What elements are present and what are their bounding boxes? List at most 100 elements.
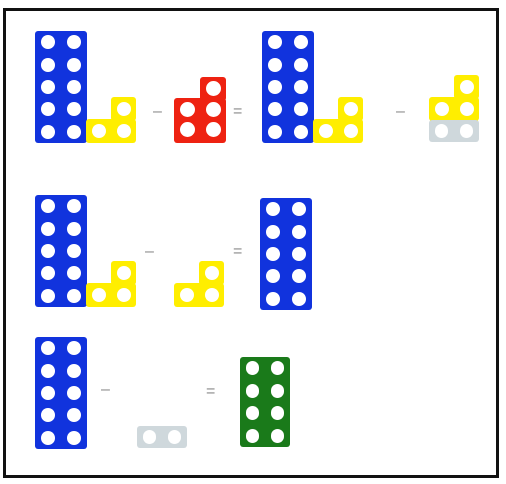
block-hole bbox=[205, 266, 219, 280]
block-hole bbox=[67, 125, 81, 139]
three-block bbox=[429, 75, 479, 121]
block-hole bbox=[41, 58, 55, 72]
minus-sign: – bbox=[396, 104, 405, 120]
equals-sign: = bbox=[206, 384, 215, 400]
block-hole bbox=[41, 35, 55, 49]
block-hole bbox=[460, 124, 474, 138]
block-hole bbox=[67, 341, 81, 355]
block-hole bbox=[41, 266, 55, 280]
block-hole bbox=[460, 102, 474, 116]
minus-sign: – bbox=[145, 244, 154, 260]
block-hole bbox=[67, 244, 81, 258]
block-hole bbox=[206, 122, 221, 137]
block-hole bbox=[180, 288, 194, 302]
block-hole bbox=[67, 431, 81, 445]
block-hole bbox=[41, 80, 55, 94]
block-hole bbox=[41, 408, 55, 422]
ten-block bbox=[262, 31, 314, 143]
block-hole bbox=[117, 124, 131, 138]
block-hole bbox=[67, 289, 81, 303]
block-hole bbox=[292, 202, 306, 216]
three-block bbox=[313, 97, 363, 143]
two-block bbox=[137, 426, 187, 448]
block-hole bbox=[41, 364, 55, 378]
ten-block bbox=[260, 198, 312, 310]
block-hole bbox=[271, 429, 285, 443]
minus-sign: – bbox=[101, 382, 110, 398]
block-hole bbox=[41, 199, 55, 213]
minus-sign: – bbox=[153, 104, 162, 120]
block-hole bbox=[268, 125, 282, 139]
block-hole bbox=[460, 80, 474, 94]
block-hole bbox=[41, 222, 55, 236]
block-hole bbox=[246, 429, 260, 443]
block-hole bbox=[294, 35, 308, 49]
block-hole bbox=[41, 102, 55, 116]
block-hole bbox=[41, 386, 55, 400]
block-hole bbox=[67, 222, 81, 236]
block-hole bbox=[67, 364, 81, 378]
block-hole bbox=[319, 124, 333, 138]
block-hole bbox=[294, 102, 308, 116]
block-hole bbox=[41, 289, 55, 303]
block-hole bbox=[435, 102, 449, 116]
block-hole bbox=[41, 125, 55, 139]
block-hole bbox=[292, 292, 306, 306]
block-hole bbox=[268, 58, 282, 72]
block-hole bbox=[266, 269, 280, 283]
block-hole bbox=[180, 102, 195, 117]
block-hole bbox=[180, 122, 195, 137]
block-hole bbox=[344, 102, 358, 116]
block-hole bbox=[266, 247, 280, 261]
equals-sign: = bbox=[233, 104, 242, 120]
block-hole bbox=[271, 361, 285, 375]
block-hole bbox=[266, 202, 280, 216]
ten-block bbox=[35, 31, 87, 143]
block-hole bbox=[294, 125, 308, 139]
block-hole bbox=[117, 102, 131, 116]
block-hole bbox=[143, 430, 157, 444]
equals-sign: = bbox=[233, 244, 242, 260]
ten-block bbox=[35, 337, 87, 449]
block-hole bbox=[294, 80, 308, 94]
block-hole bbox=[67, 199, 81, 213]
block-hole bbox=[268, 80, 282, 94]
block-hole bbox=[266, 292, 280, 306]
five-block bbox=[174, 77, 226, 143]
block-hole bbox=[67, 266, 81, 280]
block-hole bbox=[67, 80, 81, 94]
block-hole bbox=[435, 124, 449, 138]
block-hole bbox=[268, 102, 282, 116]
block-hole bbox=[246, 406, 260, 420]
block-hole bbox=[292, 225, 306, 239]
block-hole bbox=[41, 431, 55, 445]
two-block bbox=[429, 120, 479, 142]
block-hole bbox=[92, 124, 106, 138]
three-block bbox=[86, 261, 136, 307]
block-hole bbox=[41, 244, 55, 258]
block-hole bbox=[206, 102, 221, 117]
block-hole bbox=[271, 406, 285, 420]
block-hole bbox=[92, 288, 106, 302]
block-hole bbox=[271, 384, 285, 398]
block-hole bbox=[67, 58, 81, 72]
ten-block bbox=[35, 195, 87, 307]
block-hole bbox=[117, 288, 131, 302]
block-hole bbox=[266, 225, 280, 239]
block-hole bbox=[292, 269, 306, 283]
three-block bbox=[174, 261, 224, 307]
three-block bbox=[86, 97, 136, 143]
block-hole bbox=[117, 266, 131, 280]
block-hole bbox=[206, 81, 221, 96]
block-hole bbox=[294, 58, 308, 72]
block-hole bbox=[246, 361, 260, 375]
block-hole bbox=[41, 341, 55, 355]
block-hole bbox=[205, 288, 219, 302]
block-hole bbox=[168, 430, 182, 444]
block-hole bbox=[67, 408, 81, 422]
block-hole bbox=[67, 102, 81, 116]
block-hole bbox=[292, 247, 306, 261]
block-hole bbox=[344, 124, 358, 138]
block-hole bbox=[67, 386, 81, 400]
